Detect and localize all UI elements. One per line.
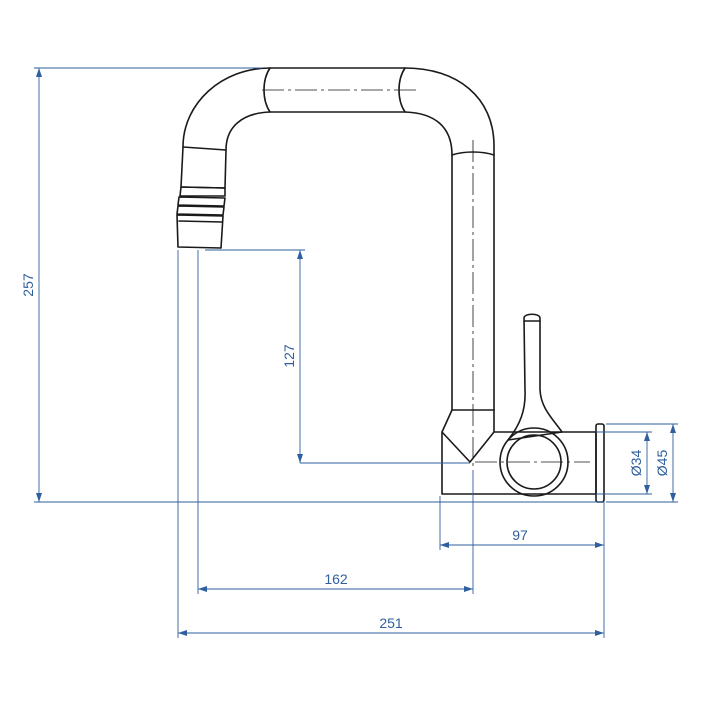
spout-outer-contour [182, 67, 495, 411]
aerator-outlet [176, 214, 224, 249]
arrow-spout-reach-right [464, 586, 473, 592]
arrow-spout-reach-left [198, 586, 207, 592]
arrow-total-reach-left [178, 630, 187, 636]
label-spout-reach: 162 [324, 571, 348, 587]
aerator-edge-line [178, 220, 223, 223]
aerator-ring-2 [179, 186, 226, 197]
arrow-outlet-height-bottom [297, 454, 303, 463]
aerator-ring-1 [180, 146, 227, 189]
arrow-total-reach-right [595, 630, 604, 636]
arrow-outlet-height-top [297, 250, 303, 259]
dimension-labels: 257 127 97 162 251 Ø34 Ø45 [20, 273, 670, 631]
spout-inner-contour [225, 111, 453, 411]
wall-flange [595, 423, 605, 503]
label-outer-diameter: Ø45 [654, 450, 670, 477]
arrow-inner-diameter-top [644, 432, 650, 441]
aerator-ring-4 [176, 205, 225, 216]
label-total-height: 257 [20, 273, 36, 297]
arrow-outer-diameter-top [670, 424, 676, 433]
arrow-total-height-bottom [36, 493, 42, 502]
arrow-body-depth-right [595, 542, 604, 548]
label-inner-diameter: Ø34 [628, 450, 644, 477]
faucet-outline [176, 67, 605, 503]
arrow-outer-diameter-bottom [670, 493, 676, 502]
arrow-total-height-top [36, 68, 42, 77]
dimension-arrows [36, 68, 676, 636]
dimension-lines [34, 67, 678, 638]
lever-handle [507, 313, 563, 441]
label-total-reach: 251 [379, 615, 403, 631]
arrow-body-depth-left [440, 542, 449, 548]
label-outlet-height: 127 [281, 344, 297, 368]
arrow-inner-diameter-bottom [644, 485, 650, 494]
label-body-depth: 97 [512, 527, 528, 543]
spout-collar [441, 409, 495, 463]
aerator-ring-3 [177, 196, 226, 207]
centerlines [262, 89, 590, 470]
